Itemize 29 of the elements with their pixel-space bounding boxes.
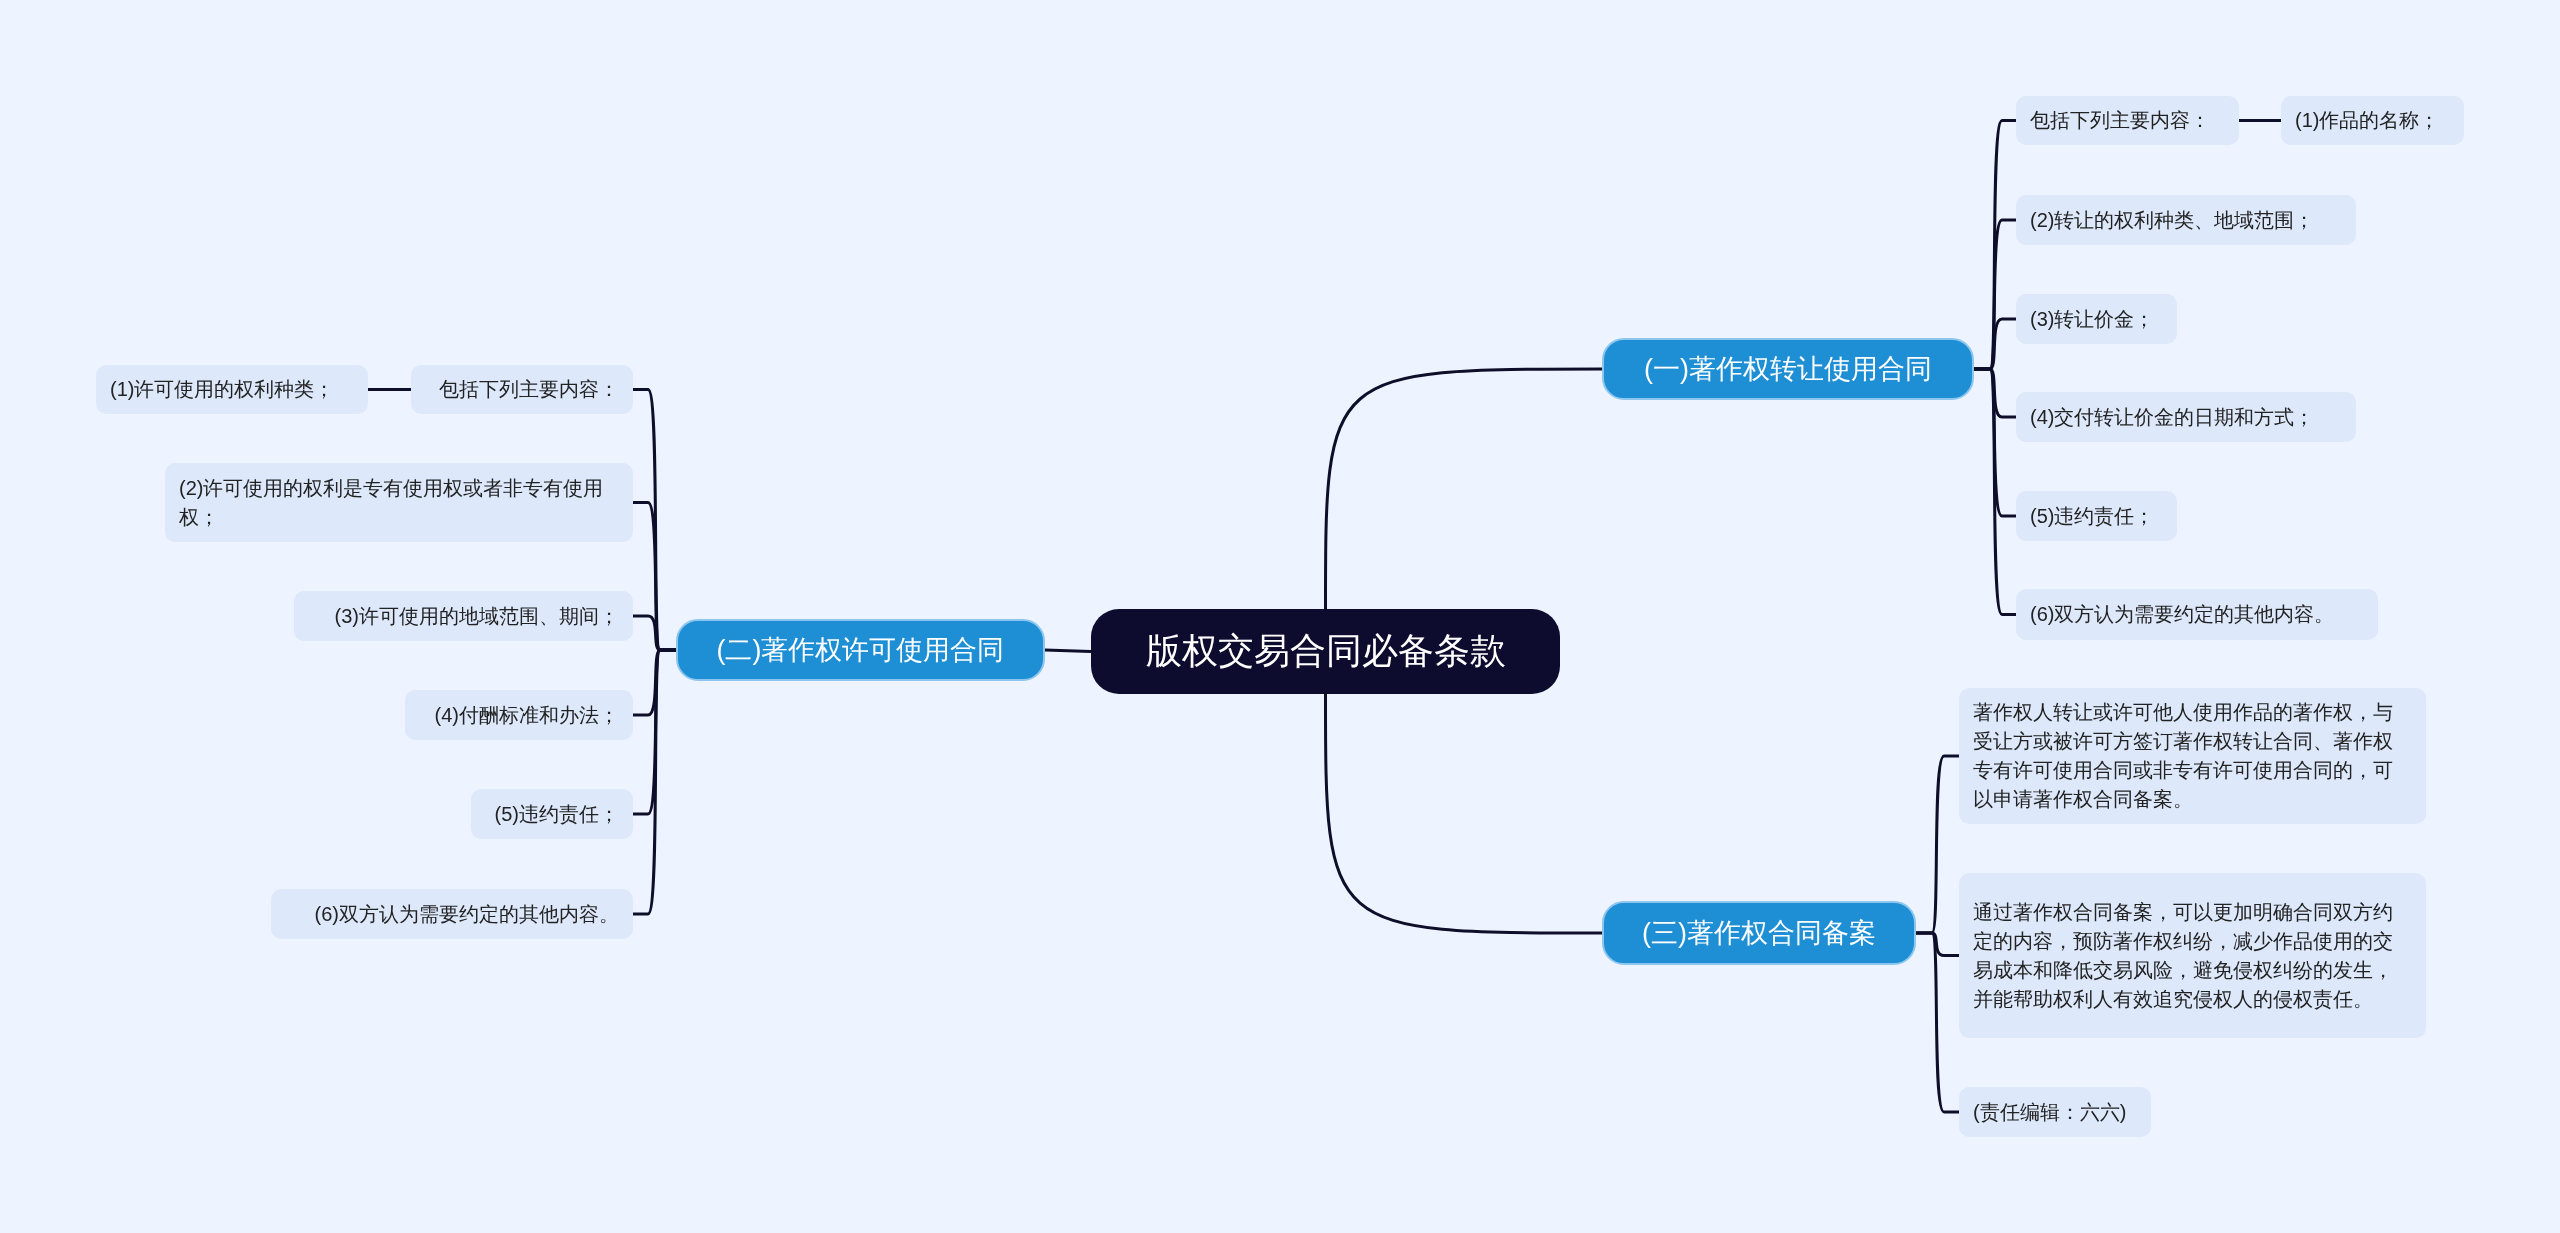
subtopic-box: (6)双方认为需要约定的其他内容。	[2016, 589, 2378, 640]
central-topic-box: 版权交易合同必备条款	[1091, 609, 1560, 694]
connector-line	[1916, 931, 1959, 1114]
subtopic-box: (2)许可使用的权利是专有使用权或者非专有使用权；	[165, 463, 633, 542]
subtopic-box: (5)违约责任；	[2016, 491, 2177, 541]
subtopic-box: (2)转让的权利种类、地域范围；	[2016, 195, 2356, 245]
subtopic-box: 包括下列主要内容：	[411, 365, 633, 414]
subtopic-box: 著作权人转让或许可他人使用作品的著作权，与受让方或被许可方签订著作权转让合同、著作权专有许可使用合同或非专有许可使用合同的，可以申请著作权合同备案。	[1959, 688, 2426, 824]
subtopic-box: (5)违约责任；	[471, 789, 633, 839]
subtopic-box: (1)作品的名称；	[2281, 96, 2464, 145]
connector-line	[368, 388, 411, 391]
topic-box: (二)著作权许可使用合同	[676, 619, 1045, 681]
connector-line	[2239, 119, 2281, 122]
connector-line	[633, 648, 676, 916]
subtopic-box: (6)双方认为需要约定的其他内容。	[271, 889, 633, 939]
subtopic-box: 包括下列主要内容：	[2016, 96, 2239, 145]
subtopic-box: (4)付酬标准和办法；	[405, 690, 633, 740]
subtopic-box: (3)许可使用的地域范围、期间；	[294, 591, 633, 641]
topic-box: (一)著作权转让使用合同	[1602, 338, 1974, 400]
topic-box: (三)著作权合同备案	[1602, 901, 1916, 965]
connector-line	[1974, 367, 2016, 616]
subtopic-box: (责任编辑：六六)	[1959, 1087, 2151, 1137]
subtopic-box: (4)交付转让价金的日期和方式；	[2016, 392, 2356, 442]
connector-line	[1044, 648, 1092, 653]
connector-line	[1324, 367, 1602, 609]
subtopic-box: (1)许可使用的权利种类；	[96, 365, 368, 414]
subtopic-box: (3)转让价金；	[2016, 294, 2177, 344]
subtopic-box: 通过著作权合同备案，可以更加明确合同双方约定的内容，预防著作权纠纷，减少作品使用的交易成本和降低交易风险，避免侵权纠纷的发生，并能帮助权利人有效追究侵权人的侵权责任。	[1959, 873, 2426, 1038]
connector-line	[1324, 694, 1602, 935]
